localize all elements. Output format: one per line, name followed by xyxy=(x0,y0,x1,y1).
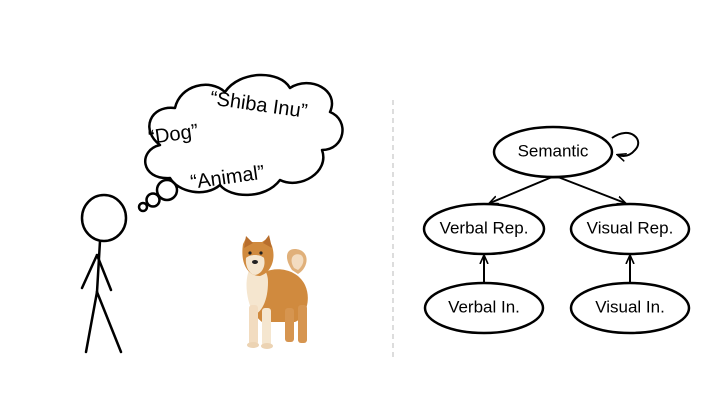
shiba-inu-image xyxy=(242,235,308,349)
node-visual-in-label: Visual In. xyxy=(595,297,665,316)
edge-semantic-verbal-rep xyxy=(490,177,552,203)
node-semantic: Semantic xyxy=(492,125,614,179)
stick-figure-head xyxy=(80,193,128,243)
thought-dot-medium xyxy=(145,192,161,208)
thought-dot-small xyxy=(137,201,149,213)
node-semantic-label: Semantic xyxy=(518,141,589,160)
thought-cloud xyxy=(144,73,344,197)
stick-figure-right-leg xyxy=(95,290,123,354)
node-visual-rep-label: Visual Rep. xyxy=(587,218,674,237)
node-verbal-in: Verbal In. xyxy=(423,281,545,335)
node-verbal-rep-label: Verbal Rep. xyxy=(440,218,529,237)
thought-dot-large xyxy=(155,178,179,202)
stick-figure-left-leg xyxy=(84,290,99,354)
edge-semantic-visual-rep xyxy=(558,177,625,203)
node-verbal-rep: Verbal Rep. xyxy=(422,202,546,256)
node-visual-rep: Visual Rep. xyxy=(569,202,691,256)
thought-bubble: “Shiba Inu” “Dog” “Animal” xyxy=(137,73,344,213)
node-verbal-in-label: Verbal In. xyxy=(448,297,520,316)
node-visual-in: Visual In. xyxy=(569,281,691,335)
stick-figure xyxy=(80,193,128,354)
diagram-edges xyxy=(484,131,640,283)
thought-word-dog: “Dog” xyxy=(147,120,200,149)
edge-semantic-self-loop xyxy=(611,131,640,156)
stick-figure-left-arm xyxy=(80,253,99,290)
stick-figure-right-arm xyxy=(95,253,113,292)
thought-word-animal: “Animal” xyxy=(189,162,266,194)
thought-word-shiba-inu: “Shiba Inu” xyxy=(209,87,309,122)
stick-figure-body xyxy=(95,239,102,294)
